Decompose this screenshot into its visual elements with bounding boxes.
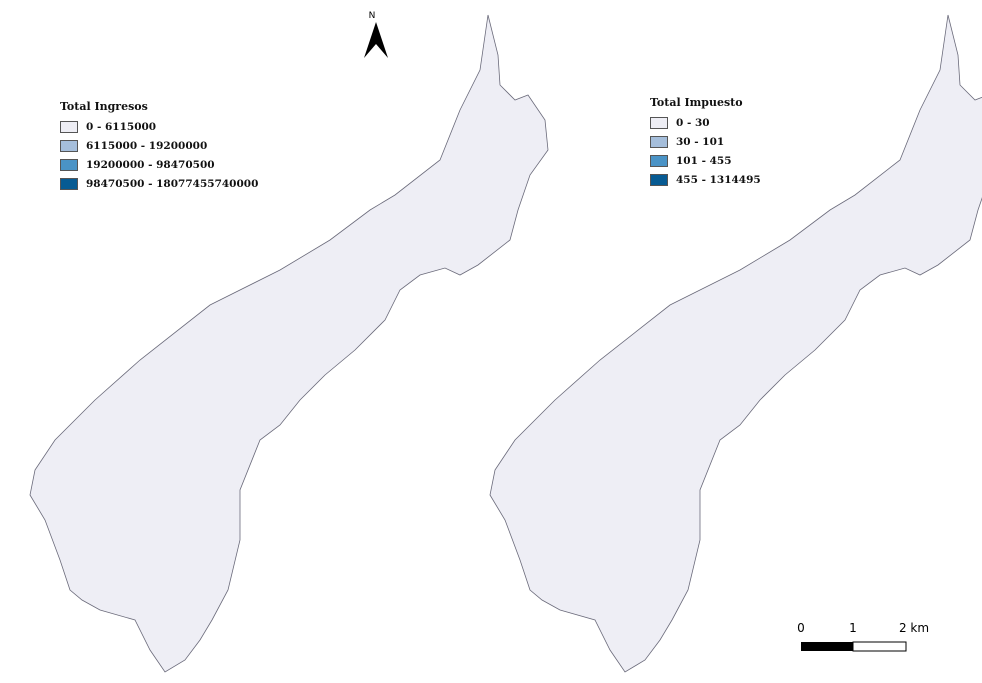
legend-label: 30 - 101: [676, 135, 725, 148]
legend-title: Total Impuesto: [650, 96, 743, 109]
legend-label: 6115000 - 19200000: [86, 139, 208, 152]
legend-label: 0 - 6115000: [86, 120, 157, 133]
legend-item: 6115000 - 19200000: [60, 136, 258, 155]
legend-label: 19200000 - 98470500: [86, 158, 215, 171]
legend-label: 98470500 - 18077455740000: [86, 177, 259, 190]
legend-total-impuesto: Total Impuesto 0 - 30 30 - 101 101 - 455…: [650, 96, 761, 189]
legend-swatch: [60, 177, 78, 190]
scale-tick-0: 0: [797, 621, 805, 635]
legend-item: 0 - 6115000: [60, 117, 258, 136]
legend-item: 0 - 30: [650, 113, 761, 132]
legend-item: 101 - 455: [650, 151, 761, 170]
legend-swatch: [650, 154, 668, 167]
legend-title: Total Ingresos: [60, 100, 148, 113]
legend-label: 455 - 1314495: [676, 173, 761, 186]
north-arrow-icon: [364, 22, 388, 58]
legend-swatch: [60, 139, 78, 152]
scale-tick-1: 1: [849, 621, 857, 635]
legend-swatch: [650, 173, 668, 186]
legend-swatch: [60, 120, 78, 133]
legend-item: 19200000 - 98470500: [60, 155, 258, 174]
legend-swatch: [650, 116, 668, 129]
scale-tick-2: 2 km: [899, 621, 929, 635]
scale-segment-black: [801, 642, 853, 651]
north-arrow: N: [364, 11, 388, 58]
legend-item: 98470500 - 18077455740000: [60, 174, 258, 193]
legend-label: 0 - 30: [676, 116, 710, 129]
legend-swatch: [650, 135, 668, 148]
legend-item: 30 - 101: [650, 132, 761, 151]
north-label: N: [369, 11, 376, 21]
legend-item: 455 - 1314495: [650, 170, 761, 189]
scale-bar: 0 1 2 km: [797, 621, 929, 652]
scale-segment-white: [852, 641, 907, 652]
legend-label: 101 - 455: [676, 154, 732, 167]
legend-swatch: [60, 158, 78, 171]
legend-total-ingresos: Total Ingresos 0 - 6115000 6115000 - 192…: [60, 100, 258, 193]
